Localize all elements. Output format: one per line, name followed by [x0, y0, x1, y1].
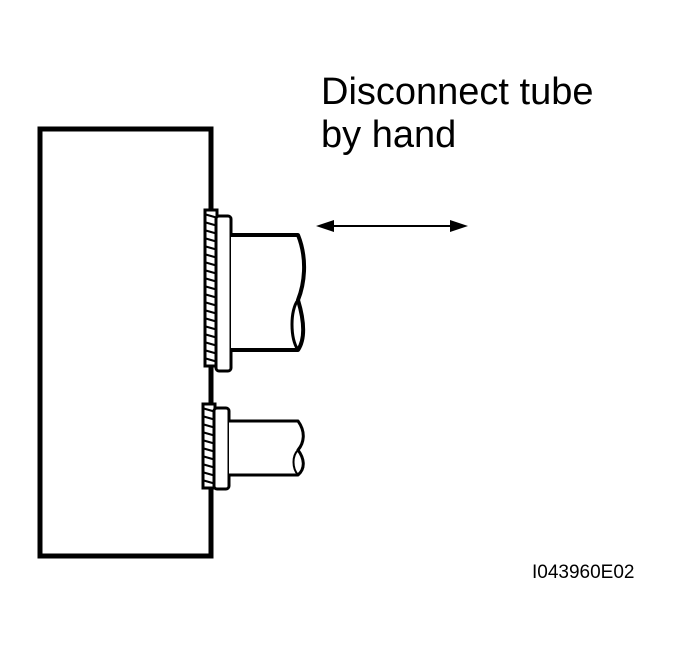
- instruction-text-line-1: Disconnect tube: [321, 71, 594, 113]
- upper-tube-break-line: [290, 299, 300, 351]
- lower-tube: [229, 419, 305, 477]
- instruction-text-line-2: by hand: [321, 114, 457, 156]
- upper-tube: [231, 233, 307, 352]
- component-housing: [37, 126, 214, 559]
- figure-code: I043960E02: [532, 562, 635, 583]
- double-headed-arrow-icon: [316, 220, 468, 232]
- lower-connector-collar: [212, 406, 231, 491]
- lower-tube-break-line: [292, 449, 299, 476]
- upper-connector-collar: [214, 214, 233, 373]
